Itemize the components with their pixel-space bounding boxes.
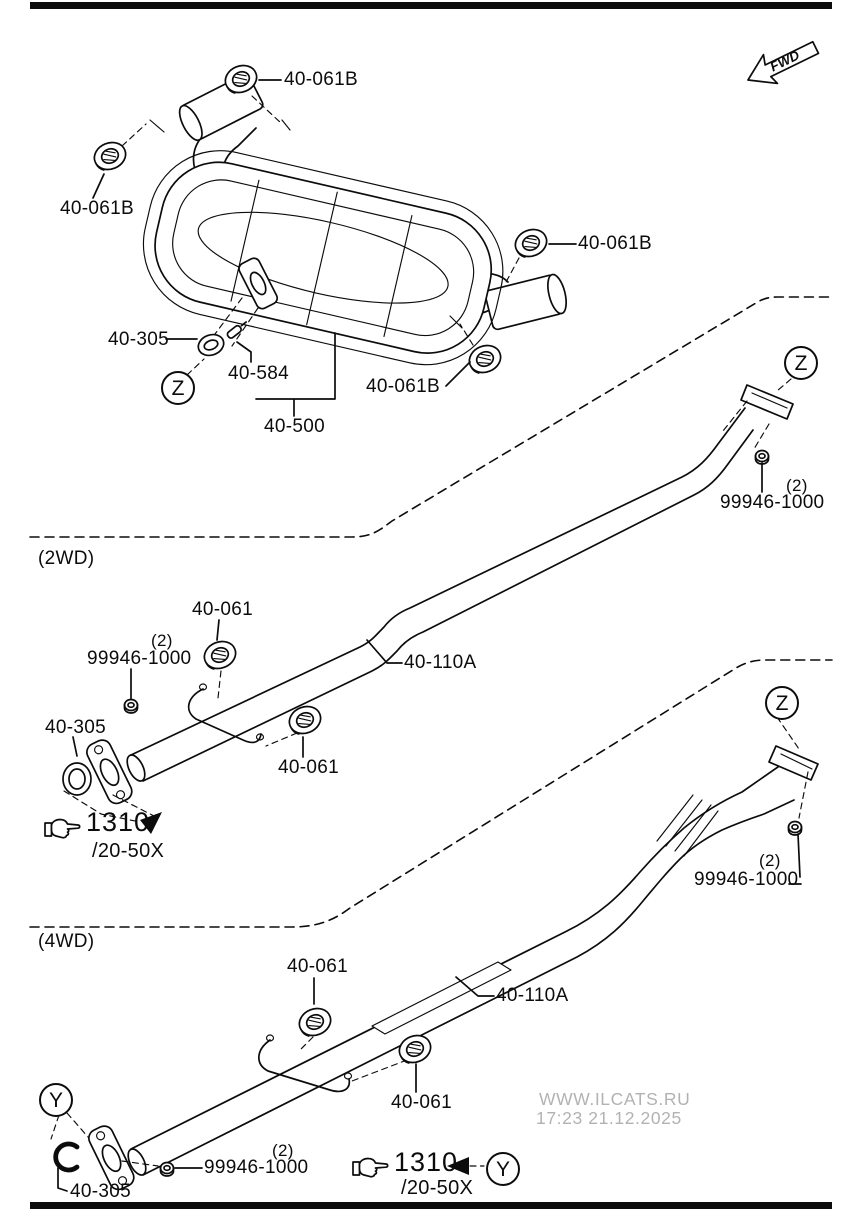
part-label-hanger: 40-061 <box>192 599 253 620</box>
part-label-nut: 99946-1000 <box>720 492 825 513</box>
part-label-hanger: 40-061 <box>278 757 339 778</box>
snap-ring-40-305-drawing <box>53 1141 80 1173</box>
rubber-hanger-icon <box>89 137 131 175</box>
middle-pipe-4wd-drawing <box>50 716 819 1192</box>
rubber-hanger-icon <box>284 701 326 739</box>
nut-icon <box>754 449 770 465</box>
view-circle-z: Z <box>784 346 818 380</box>
page-border-top <box>30 2 832 9</box>
part-label-pipe: 40-110A <box>404 652 477 673</box>
part-label-bolt: 40-584 <box>228 363 289 384</box>
pointing-hand-icon <box>44 818 81 839</box>
qty-label: (2) <box>272 1141 294 1160</box>
part-label-nut: 99946-1000 <box>204 1157 309 1178</box>
rubber-hanger-icon <box>464 340 506 378</box>
view-circle-y: Y <box>39 1083 73 1117</box>
rubber-hanger-icon <box>510 224 552 262</box>
ref-arrow-icon <box>447 1157 469 1175</box>
fwd-arrow: FWD <box>747 40 820 85</box>
part-label-gasket: 40-305 <box>108 329 169 350</box>
part-label-pipe: 40-110A <box>496 985 569 1006</box>
nut-icon <box>123 698 139 714</box>
rubber-hanger-icon <box>294 1003 336 1041</box>
part-label-gasket: 40-305 <box>45 717 106 738</box>
gasket-40-305-drawing <box>62 762 92 796</box>
watermark-timestamp: 17:23 21.12.2025 <box>536 1108 682 1128</box>
view-circle-y: Y <box>486 1152 520 1186</box>
view-circle-z: Z <box>765 686 799 720</box>
ref-page-label: /20-50X <box>401 1177 474 1199</box>
part-label-hanger: 40-061B <box>578 233 652 254</box>
part-label-hanger: 40-061 <box>287 956 348 977</box>
part-label-hanger: 40-061B <box>60 198 134 219</box>
ref-page-label: /20-50X <box>92 840 165 862</box>
gasket-40-305-drawing <box>197 333 225 357</box>
part-label-hanger: 40-061 <box>391 1092 452 1113</box>
part-label-nut: 99946-1000 <box>87 648 192 669</box>
part-label-gasket: 40-305 <box>70 1181 131 1202</box>
ref-code-label: 1310 <box>86 807 151 837</box>
section-label-2wd: (2WD) <box>38 548 95 569</box>
ref-arrow-icon <box>140 812 162 834</box>
part-label-nut: 99946-1000 <box>694 869 799 890</box>
part-label-hanger: 40-061B <box>284 69 358 90</box>
watermark-site: WWW.ILCATS.RU <box>539 1089 691 1109</box>
ref-code-label: 1310 <box>394 1147 459 1177</box>
part-label-silencer: 40-500 <box>264 416 325 437</box>
qty-label: (2) <box>151 631 173 650</box>
main-silencer-drawing <box>89 60 577 417</box>
nut-icon <box>787 820 803 836</box>
section-label-4wd: (4WD) <box>38 931 95 952</box>
bolt-40-584-drawing <box>226 321 248 339</box>
middle-pipe-2wd-drawing <box>62 378 794 834</box>
pointing-hand-icon <box>352 1157 389 1178</box>
view-circle-z: Z <box>161 371 195 405</box>
rubber-hanger-icon <box>199 636 241 674</box>
qty-label: (2) <box>786 476 808 495</box>
section-dividers <box>29 296 833 928</box>
nut-icon <box>159 1161 175 1177</box>
part-label-hanger: 40-061B <box>366 376 440 397</box>
page-border-bottom <box>30 1202 832 1209</box>
qty-label: (2) <box>759 851 781 870</box>
